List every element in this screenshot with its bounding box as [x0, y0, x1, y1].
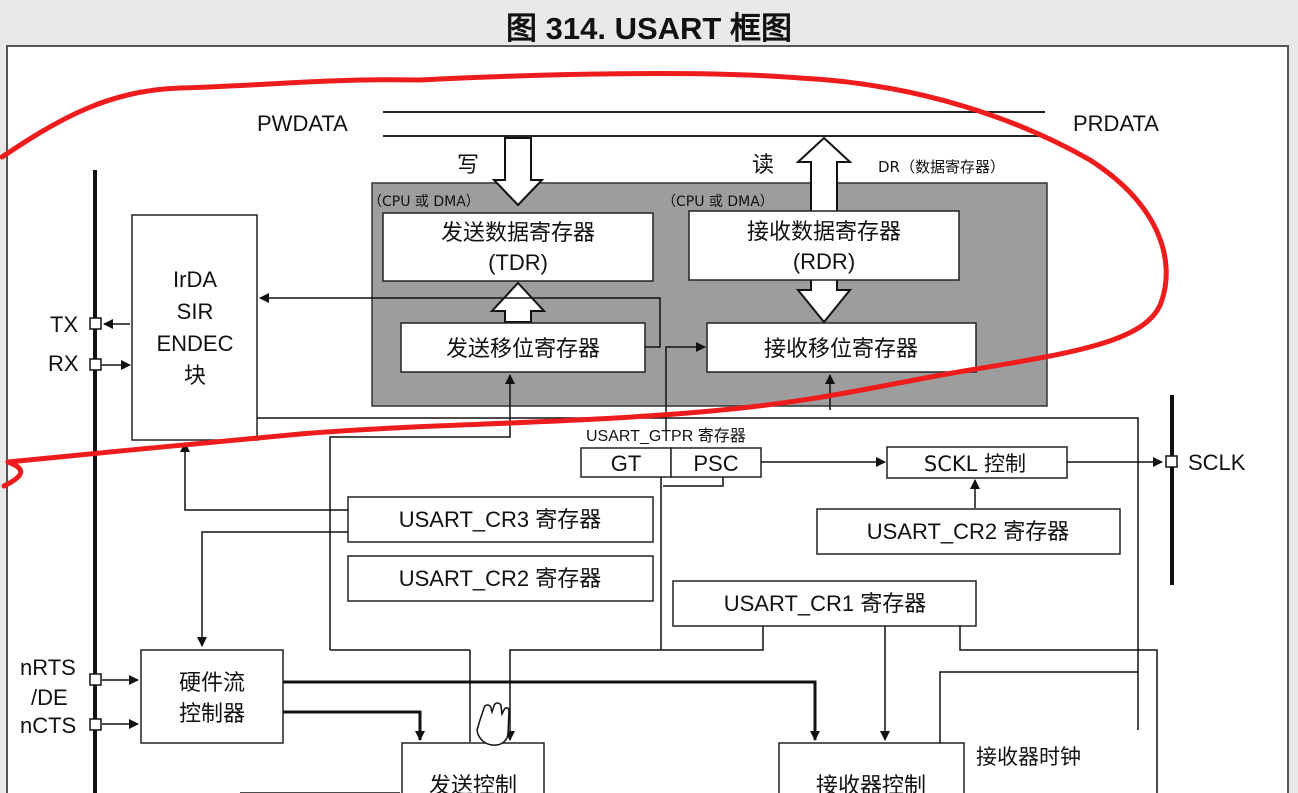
cr1-box [672, 580, 977, 627]
cr3-to-irda-arrow [180, 442, 348, 511]
pin-de-label: /DE [31, 685, 68, 710]
pin-sclk-label: SCLK [1188, 450, 1246, 475]
irda-line1: IrDA [173, 267, 217, 292]
cr3-label: USART_CR3 寄存器 [399, 507, 602, 532]
tx-control-box [401, 742, 545, 793]
cpu-dma-left-label: （CPU 或 DMA） [368, 194, 480, 210]
gtpr-psc-label: PSC [693, 451, 738, 476]
cr2-left-box [347, 555, 654, 602]
gtpr-label: USART_GTPR 寄存器 [586, 427, 746, 445]
irda-block [131, 214, 258, 441]
dr-label: DR（数据寄存器） [878, 158, 1005, 176]
figure-title: 图 314. USART 框图 [506, 11, 792, 46]
pin-rx-label: RX [48, 351, 79, 376]
rdr-label: 接收数据寄存器 [747, 220, 901, 245]
rx-clock-label: 接收器时钟 [976, 745, 1081, 769]
rdr-box [688, 210, 960, 281]
cr2-left-label: USART_CR2 寄存器 [399, 566, 602, 591]
cr1-label: USART_CR1 寄存器 [724, 591, 927, 616]
write-arrow [491, 137, 545, 207]
rx-control-label: 接收器控制 [816, 774, 926, 793]
cr1-right-line [959, 626, 1158, 793]
tdr-label: 发送数据寄存器 [441, 221, 595, 246]
sckl-control-label: SCKL 控制 [924, 452, 1026, 476]
hw-flow-line2: 控制器 [179, 702, 245, 727]
cr3-box [347, 496, 654, 543]
tdr-box [382, 212, 654, 282]
to-rx-shift-arrow [665, 342, 706, 430]
write-label: 写 [457, 153, 479, 178]
pin-tx [89, 317, 102, 330]
hwflow-to-tx-control-arrow [283, 710, 425, 741]
rx-clock-line [939, 671, 1138, 743]
pin-ncts [89, 718, 102, 731]
tx-control-to-tx-shift-arrow [329, 374, 515, 650]
irda-line4: 块 [184, 364, 206, 389]
rx-shift-label: 接收移位寄存器 [764, 337, 918, 362]
pwdata-label: PWDATA [257, 111, 348, 136]
cr2-right-label: USART_CR2 寄存器 [867, 519, 1070, 544]
pin-nrts-label: nRTS [20, 655, 76, 680]
gtpr-gt-field [580, 447, 672, 478]
rx-shift-register [706, 322, 977, 373]
irda-line3: ENDEC [156, 331, 233, 356]
gtpr-psc-field [670, 447, 762, 478]
red-annotation-loop [0, 71, 1169, 465]
rx-control-box [778, 742, 965, 793]
tx-control-label: 发送控制 [429, 774, 517, 793]
psc-line [663, 477, 724, 487]
hw-flow-controller-box [140, 649, 284, 744]
pin-sclk [1165, 455, 1178, 468]
tdr-abbrev: (TDR) [488, 250, 548, 275]
rdr-abbrev: (RDR) [793, 249, 855, 274]
prdata-label: PRDATA [1073, 111, 1159, 136]
hw-flow-line1: 硬件流 [179, 671, 245, 696]
gtpr-gt-label: GT [611, 451, 642, 476]
cr2-right-box [816, 508, 1121, 555]
tx-shift-register [400, 322, 646, 373]
pin-nrts [89, 673, 102, 686]
hand-cursor-icon [476, 702, 510, 746]
irda-line2: SIR [177, 299, 214, 324]
read-label: 读 [752, 153, 774, 178]
red-annotation-tail [1, 459, 24, 489]
irda-rx-line [257, 417, 1139, 730]
pin-ncts-label: nCTS [20, 713, 76, 738]
hwflow-to-rx-control-arrow [283, 680, 820, 741]
pin-rx [89, 358, 102, 371]
cr3-to-hwflow-arrow [197, 531, 348, 647]
cr1-to-tx-control-arrow [505, 626, 764, 741]
tx-shift-to-irda-arrow [259, 293, 661, 348]
tx-shift-to-tdr-arrow [489, 281, 547, 323]
pin-tx-label: TX [50, 312, 78, 337]
cpu-dma-right-label: （CPU 或 DMA） [662, 194, 774, 210]
tx-shift-label: 发送移位寄存器 [446, 337, 600, 362]
